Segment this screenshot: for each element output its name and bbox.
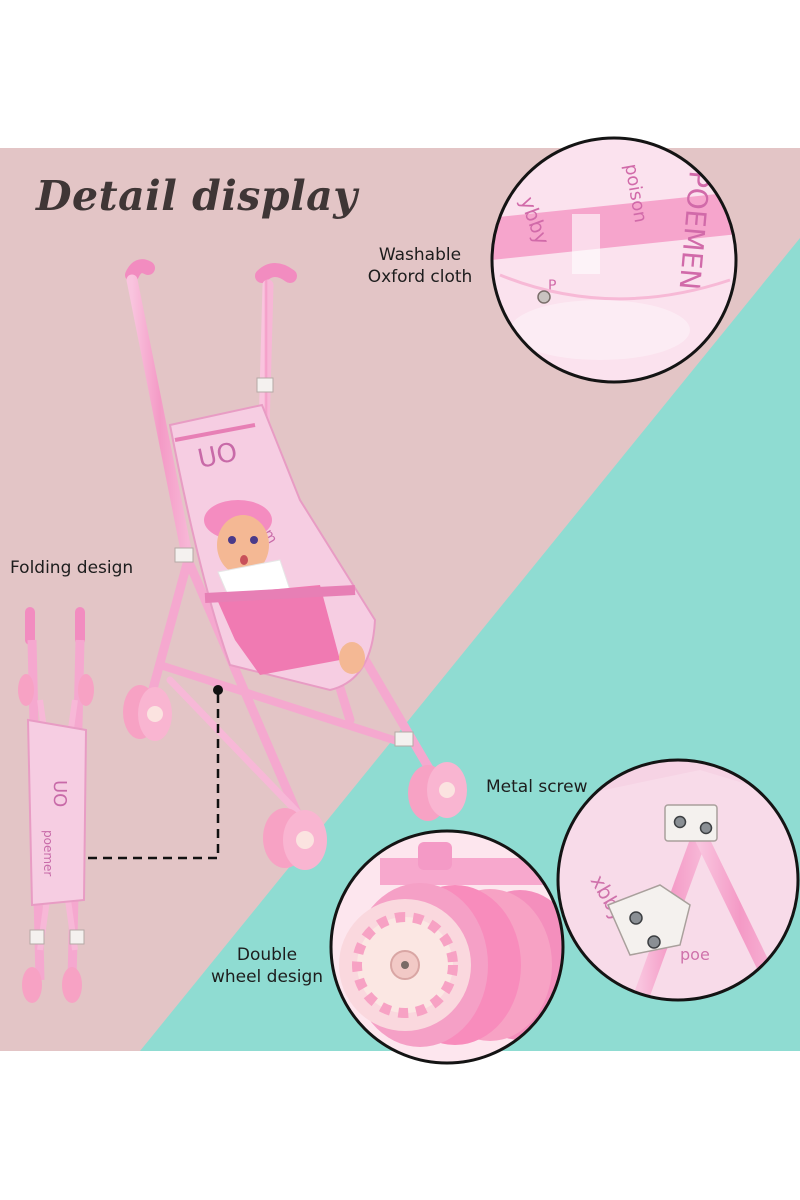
screw-detail-circle: xbby poe xyxy=(556,758,800,1002)
stroller-main: UO poem xyxy=(123,259,467,870)
svg-text:poe: poe xyxy=(680,945,710,964)
wheel-icon xyxy=(263,808,327,870)
washable-line-2: Oxford cloth xyxy=(367,267,473,287)
folding-connector xyxy=(88,685,223,860)
svg-text:P: P xyxy=(548,278,556,294)
stroller-folded: UO poemer xyxy=(18,607,94,1003)
double-wheel-line-2: wheel design xyxy=(210,967,324,987)
wheel-detail-circle xyxy=(329,829,565,1065)
wheel-icon xyxy=(123,685,172,741)
page-title: Detail display xyxy=(36,172,358,220)
svg-text:UO: UO xyxy=(49,780,70,807)
wheel-icon xyxy=(408,762,467,821)
svg-text:poemer: poemer xyxy=(41,830,55,876)
double-wheel-label: Double wheel design xyxy=(206,944,328,988)
fabric-detail-circle: ybby poison POEMEN P xyxy=(490,136,738,384)
double-wheel-line-1: Double xyxy=(236,945,298,965)
folding-design-label: Folding design xyxy=(10,558,134,578)
washable-line-1: Washable xyxy=(378,245,462,265)
metal-screw-label: Metal screw xyxy=(486,777,588,797)
washable-fabric-label: Washable Oxford cloth xyxy=(350,244,490,288)
